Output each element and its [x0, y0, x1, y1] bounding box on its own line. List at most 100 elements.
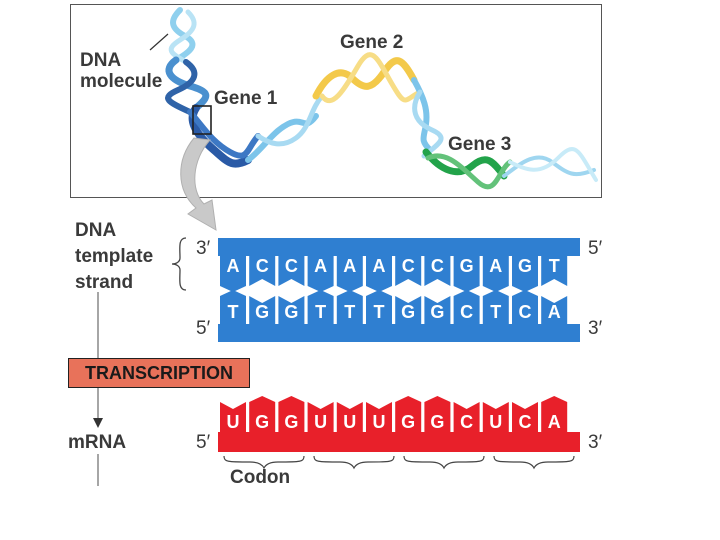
template-top-base: T [548, 256, 560, 276]
mrna-base-block [512, 402, 538, 432]
template-top-base-block [366, 256, 392, 292]
template-top-base-block [541, 256, 568, 286]
mrna-base-block [424, 396, 451, 432]
template-prime-bottom-left: 5′ [196, 318, 211, 339]
template-bottom-backbone [218, 324, 580, 342]
codon-label: Codon [230, 467, 291, 488]
template-bottom-base-block [424, 296, 451, 324]
mrna-base: G [401, 412, 416, 432]
gene3-label: Gene 3 [448, 134, 512, 155]
gene1-highlight-box [192, 105, 212, 135]
template-label-line2: template [75, 246, 154, 267]
template-bottom-base-block [220, 290, 246, 324]
template-top-base-block [395, 256, 422, 286]
mrna-base: U [314, 412, 328, 432]
template-top-base: C [430, 256, 444, 276]
transcription-label: TRANSCRIPTION [68, 358, 250, 388]
template-bottom-base-block [366, 290, 392, 324]
helix-strand-middle-2 [255, 93, 325, 147]
template-top-base: G [459, 256, 474, 276]
template-top-base-block [482, 256, 509, 292]
template-top-base: G [517, 256, 532, 276]
template-top-base: A [314, 256, 328, 276]
mrna-backbone [218, 432, 580, 452]
mrna-base-block [249, 396, 276, 432]
template-top-base-block [249, 256, 276, 286]
template-bottom-base-block [453, 290, 480, 324]
dna-molecule-panel [70, 4, 602, 198]
dna-molecule-pointer [149, 33, 169, 51]
dna-helix-illustration [149, 7, 598, 231]
helix-strand-transition-2 [412, 89, 444, 159]
template-label-line3: strand [75, 272, 134, 293]
template-bottom-base-block [336, 290, 363, 324]
mrna-base-block [307, 402, 334, 432]
helix-strand-top-light-2 [168, 9, 197, 65]
gene1-label: Gene 1 [214, 88, 278, 109]
template-bottom-base: T [227, 302, 239, 322]
template-top-base: A [343, 256, 357, 276]
template-prime-top-left: 3′ [196, 238, 211, 259]
template-bottom-base-block [307, 290, 334, 324]
template-top-base-block [424, 256, 451, 286]
template-top-base-block [278, 256, 305, 286]
helix-strand-gene3 [422, 148, 508, 180]
mrna-base-block [336, 402, 363, 432]
template-bottom-base: G [284, 302, 299, 322]
dna-molecule-label-line2: molecule [80, 71, 163, 92]
template-label-line1: DNA [75, 220, 117, 241]
template-bottom-base: C [518, 302, 532, 322]
template-top-base-block [453, 256, 480, 292]
template-bottom-base-block [395, 296, 422, 324]
template-bottom-base: T [344, 302, 356, 322]
mrna-base-block [482, 402, 509, 432]
template-bottom-base: G [255, 302, 270, 322]
template-top-base-block [336, 256, 363, 292]
mrna-base-block [220, 402, 246, 432]
template-top-base-block [307, 256, 334, 292]
template-top-base: A [226, 256, 240, 276]
gene2-label: Gene 2 [340, 32, 404, 53]
mrna-prime-right: 3′ [588, 432, 603, 453]
template-top-base: A [489, 256, 503, 276]
dna-molecule-label-line1: DNA [80, 50, 122, 71]
mrna-base: U [343, 412, 357, 432]
template-top-base: C [255, 256, 269, 276]
template-bottom-base-block [278, 296, 305, 324]
helix-strand-gene2-2 [319, 52, 423, 104]
template-prime-bottom-right: 3′ [588, 318, 603, 339]
mrna-base: G [284, 412, 299, 432]
mrna-label: mRNA [68, 432, 127, 453]
mrna-base: U [489, 412, 503, 432]
mrna-base: G [430, 412, 445, 432]
template-bottom-base: G [430, 302, 445, 322]
mrna-base: A [547, 412, 561, 432]
helix-strand-gene2 [312, 57, 418, 100]
helix-strand-gene3-2 [425, 153, 513, 190]
zoom-arrow [180, 137, 217, 231]
template-top-base: A [372, 256, 386, 276]
template-top-base-block [512, 256, 538, 292]
helix-strand-gene1-2 [187, 109, 261, 159]
template-bottom-base: T [315, 302, 327, 322]
helix-strand-tail-2 [508, 147, 598, 182]
mrna-base: C [460, 412, 474, 432]
mrna-base-block [366, 402, 392, 432]
template-bottom-base: T [490, 302, 502, 322]
codon-braces [223, 455, 575, 470]
template-brace [171, 237, 187, 291]
mrna-base: U [372, 412, 386, 432]
template-bottom-base-block [541, 296, 568, 324]
template-bottom-base: C [460, 302, 474, 322]
mrna-base-block [541, 396, 568, 432]
mrna-base: G [255, 412, 270, 432]
template-top-base-block [220, 256, 246, 292]
down-arrowhead [93, 418, 103, 428]
template-top-base: C [401, 256, 415, 276]
template-bottom-base: G [401, 302, 416, 322]
template-top-backbone [218, 238, 580, 256]
mrna-base-block [395, 396, 422, 432]
template-bottom-base-block [482, 290, 509, 324]
template-bottom-base-block [249, 296, 276, 324]
template-bottom-base: T [373, 302, 385, 322]
